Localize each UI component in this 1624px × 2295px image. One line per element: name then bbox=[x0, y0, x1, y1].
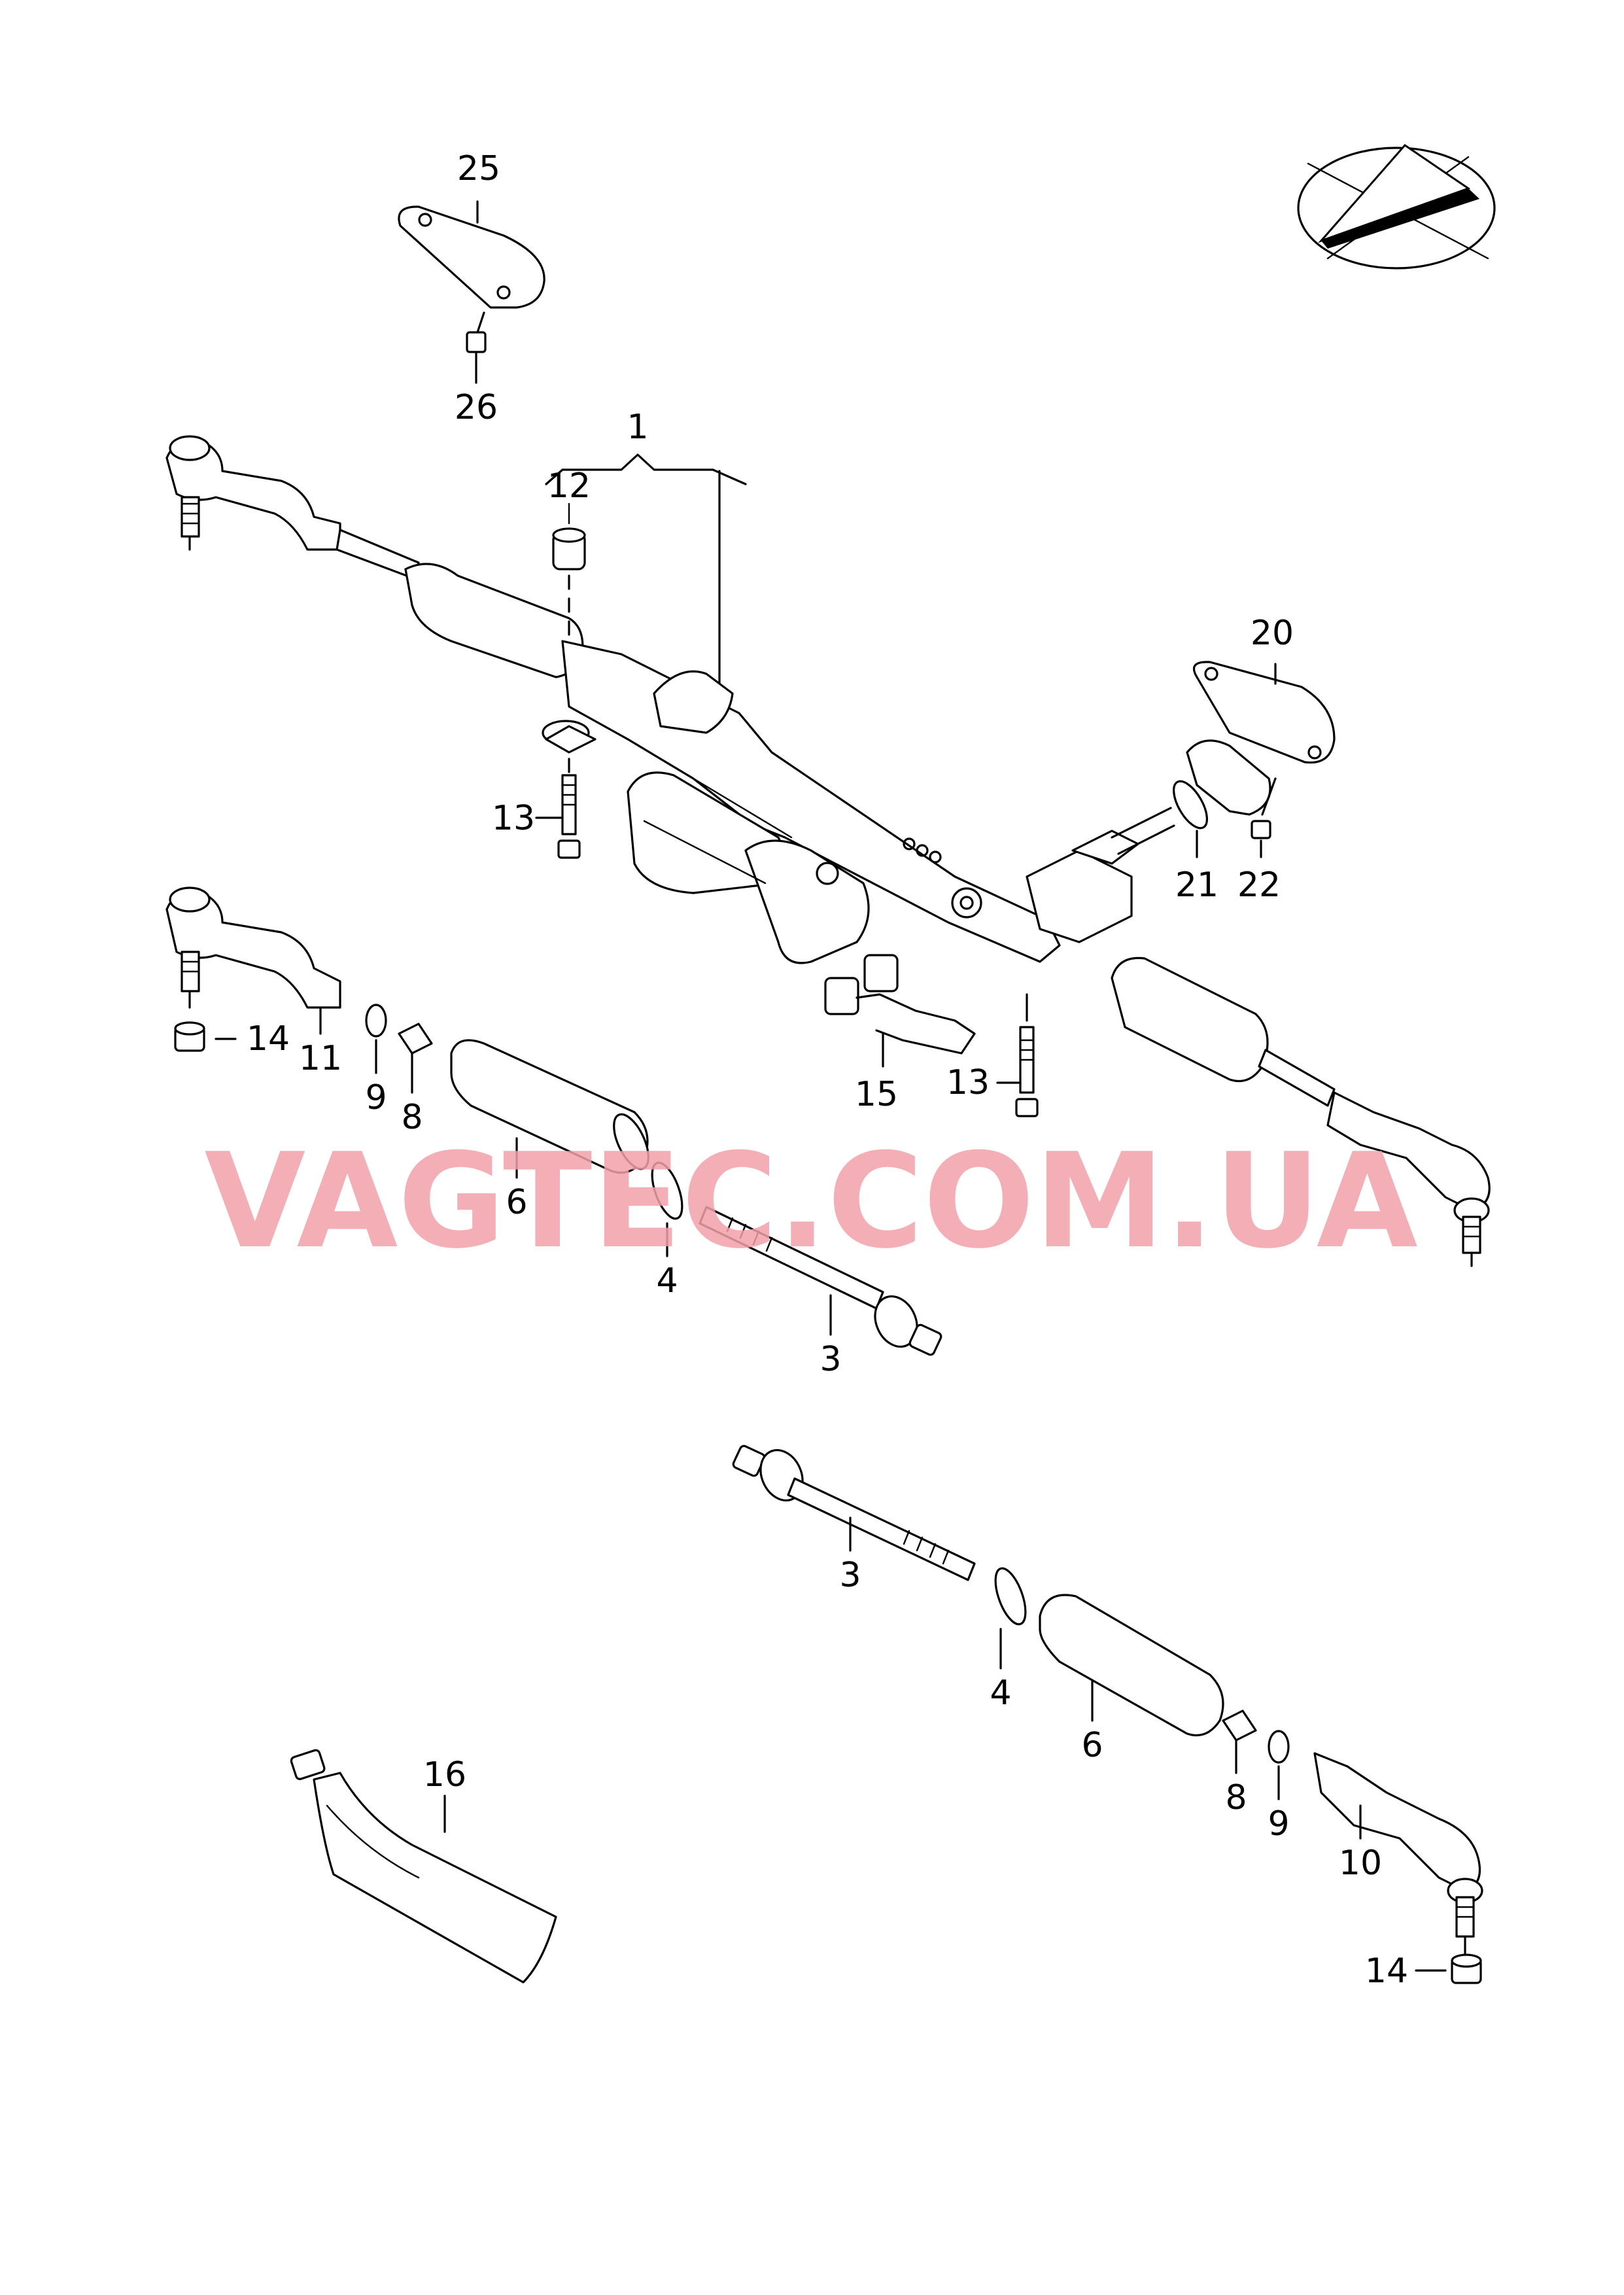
callout-26: 26 bbox=[455, 388, 498, 427]
assembly-bracket-1 bbox=[545, 453, 747, 701]
tie-rod-end-lower-right bbox=[1313, 1752, 1483, 1957]
rubber-boot-upper-right bbox=[1111, 956, 1269, 1083]
nut-9-left bbox=[365, 1004, 387, 1074]
mount-rubber-12 bbox=[552, 502, 586, 636]
bolt-26 bbox=[466, 311, 487, 384]
tie-rod-end-upper-right bbox=[1326, 1091, 1491, 1267]
callout-6-right: 6 bbox=[1081, 1726, 1103, 1765]
bolt-22 bbox=[1251, 777, 1277, 858]
callout-25: 25 bbox=[457, 149, 500, 188]
rubber-boot-upper-left bbox=[404, 563, 584, 678]
bolt-13-upper bbox=[535, 758, 581, 859]
clamp-8-left bbox=[398, 1023, 433, 1094]
callout-9-left: 9 bbox=[365, 1078, 387, 1117]
callout-22: 22 bbox=[1237, 866, 1281, 905]
bracket-plate-25 bbox=[398, 205, 545, 309]
callout-8-left: 8 bbox=[401, 1098, 423, 1137]
rubber-boot-middle-left bbox=[450, 1039, 649, 1179]
callout-16: 16 bbox=[423, 1755, 466, 1795]
seal-ring-21 bbox=[1173, 780, 1208, 858]
callout-8-right: 8 bbox=[1225, 1778, 1247, 1817]
callout-4-left: 4 bbox=[656, 1261, 678, 1301]
clamp-8-right bbox=[1222, 1709, 1257, 1774]
callout-4-right: 4 bbox=[990, 1673, 1011, 1713]
nut-14-left bbox=[174, 1021, 237, 1052]
callout-labels: 25 26 1 12 13 20 21 22 15 13 14 11 9 8 6… bbox=[247, 149, 1408, 1991]
orientation-compass-icon bbox=[1297, 144, 1496, 270]
callout-15: 15 bbox=[855, 1075, 898, 1114]
sensor-15 bbox=[824, 954, 976, 1068]
callout-11: 11 bbox=[299, 1039, 342, 1078]
callout-20: 20 bbox=[1251, 614, 1294, 653]
callout-3-left: 3 bbox=[820, 1340, 841, 1379]
callout-13-lower: 13 bbox=[946, 1063, 990, 1102]
callout-3-right: 3 bbox=[839, 1556, 861, 1595]
callout-21: 21 bbox=[1175, 866, 1218, 905]
cover-plate-20 bbox=[1186, 661, 1336, 816]
callout-14-left: 14 bbox=[247, 1019, 290, 1059]
callout-9-right: 9 bbox=[1268, 1804, 1289, 1844]
nut-9-right bbox=[1268, 1730, 1290, 1800]
callout-13-upper: 13 bbox=[492, 799, 535, 838]
callout-10: 10 bbox=[1339, 1844, 1382, 1883]
tie-rod-end-upper-left bbox=[165, 435, 341, 551]
steering-rack-housing bbox=[542, 640, 1175, 964]
grease-tube-16 bbox=[290, 1749, 557, 1984]
watermark-text: VAGTEC.COM.UA bbox=[204, 1125, 1417, 1278]
tie-rod-end-middle-left bbox=[165, 886, 341, 1009]
callout-14-right: 14 bbox=[1365, 1952, 1408, 1991]
callout-12: 12 bbox=[547, 466, 591, 506]
seal-ring-4-left bbox=[651, 1161, 683, 1257]
nut-14-right bbox=[1415, 1953, 1482, 1984]
callout-6-left: 6 bbox=[506, 1183, 527, 1222]
inner-tie-rod-3-left bbox=[699, 1206, 942, 1356]
inner-tie-rod-upper-right bbox=[1258, 1049, 1336, 1107]
rubber-boot-lower-right bbox=[1039, 1594, 1224, 1737]
callout-1: 1 bbox=[627, 408, 648, 447]
bolt-13-lower bbox=[996, 993, 1039, 1117]
seal-ring-4-right bbox=[994, 1567, 1027, 1670]
inner-tie-rod-3-right bbox=[732, 1445, 976, 1581]
